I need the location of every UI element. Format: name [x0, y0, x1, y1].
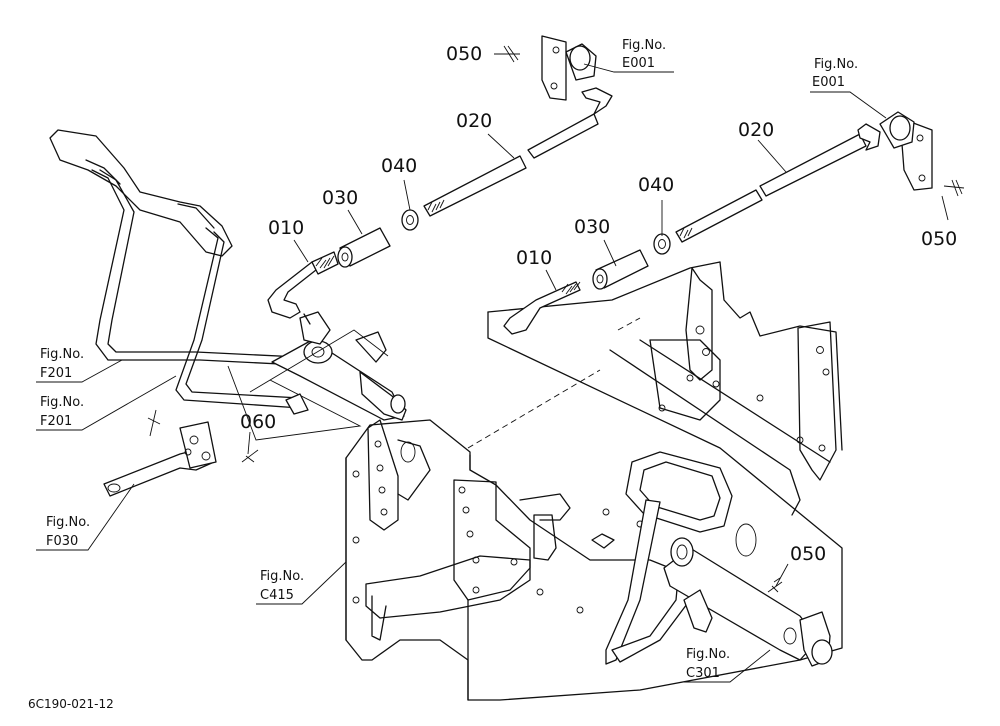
right-rod-assembly	[503, 111, 965, 335]
callout-040-left: 040	[381, 155, 417, 177]
right-pedal-assembly	[605, 451, 833, 667]
callout-030-right: 030	[574, 216, 610, 238]
fig-ref-code-f201-lower: F201	[40, 414, 72, 429]
fig-ref-code-c301: C301	[686, 666, 720, 681]
link-bracket	[103, 409, 259, 497]
callout-020-left: 020	[456, 110, 492, 132]
left-pedal-assembly	[49, 129, 407, 441]
left-rod-assembly	[267, 35, 613, 325]
fig-ref-code-f201-upper: F201	[40, 366, 72, 381]
figure-references: Fig.No. E001 Fig.No. E001 Fig.No. F201 F…	[40, 38, 858, 681]
callout-010-left: 010	[268, 217, 304, 239]
fig-ref-code-f030: F030	[46, 534, 78, 549]
fig-ref-label: Fig.No.	[46, 515, 90, 530]
callout-050-top: 050	[446, 43, 482, 65]
diagram-code: 6C190-021-12	[28, 697, 114, 711]
fig-ref-label: Fig.No.	[814, 57, 858, 72]
leader-lines	[36, 63, 949, 683]
callout-labels: 050 050 050 020 020 040 040 030 030 010 …	[240, 43, 957, 565]
fig-ref-code-e001-right: E001	[812, 75, 845, 90]
fig-ref-label: Fig.No.	[40, 395, 84, 410]
fig-ref-label: Fig.No.	[260, 569, 304, 584]
callout-060: 060	[240, 411, 276, 433]
callout-050-right: 050	[921, 228, 957, 250]
callout-020-right: 020	[738, 119, 774, 141]
callout-040-right: 040	[638, 174, 674, 196]
fig-ref-label: Fig.No.	[40, 347, 84, 362]
callout-030-left: 030	[322, 187, 358, 209]
callout-050-bottom: 050	[790, 543, 826, 565]
callout-010-right: 010	[516, 247, 552, 269]
fig-ref-label: Fig.No.	[622, 38, 666, 53]
fig-ref-code-e001-top: E001	[622, 56, 655, 71]
fig-ref-label: Fig.No.	[686, 647, 730, 662]
fig-ref-code-c415: C415	[260, 588, 294, 603]
